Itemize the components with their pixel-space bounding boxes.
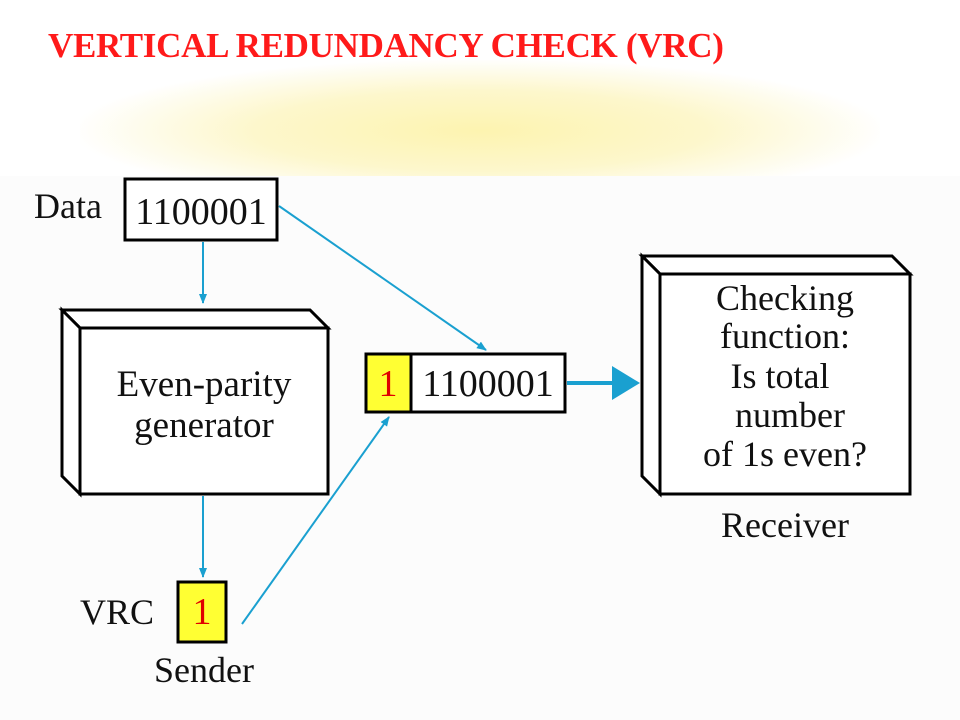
checking-function-box bbox=[638, 252, 914, 498]
vrc-bit: 1 bbox=[193, 591, 212, 633]
checker-line-3: Is total bbox=[731, 356, 830, 396]
receiver-label: Receiver bbox=[721, 505, 849, 545]
codeword-parity-bit: 1 bbox=[379, 363, 398, 405]
generator-label-line1: Even-parity bbox=[117, 364, 292, 405]
generator-label-line2: generator bbox=[134, 405, 274, 446]
data-label: Data bbox=[34, 186, 102, 226]
sender-label: Sender bbox=[154, 650, 254, 690]
vrc-label: VRC bbox=[80, 592, 154, 632]
vrc-to-codeword-arrow bbox=[241, 416, 390, 625]
checker-line-4: number bbox=[735, 395, 845, 435]
codeword-data-bits: 1100001 bbox=[422, 363, 554, 405]
title-glow bbox=[80, 60, 880, 178]
even-parity-generator-box bbox=[58, 306, 332, 498]
data-to-codeword-arrow bbox=[278, 205, 487, 351]
codeword-data-cell bbox=[409, 352, 567, 414]
codeword-parity-cell bbox=[364, 352, 413, 414]
transmit-arrow bbox=[567, 366, 640, 400]
checker-line-2: function: bbox=[720, 316, 850, 356]
checker-line-5: of 1s even? bbox=[703, 434, 867, 474]
data-bits: 1100001 bbox=[135, 191, 267, 233]
vrc-bit-box bbox=[176, 580, 228, 644]
checker-line-1: Checking bbox=[716, 278, 854, 318]
slide-title: VERTICAL REDUNDANCY CHECK (VRC) bbox=[48, 26, 724, 65]
data-box bbox=[123, 177, 279, 242]
